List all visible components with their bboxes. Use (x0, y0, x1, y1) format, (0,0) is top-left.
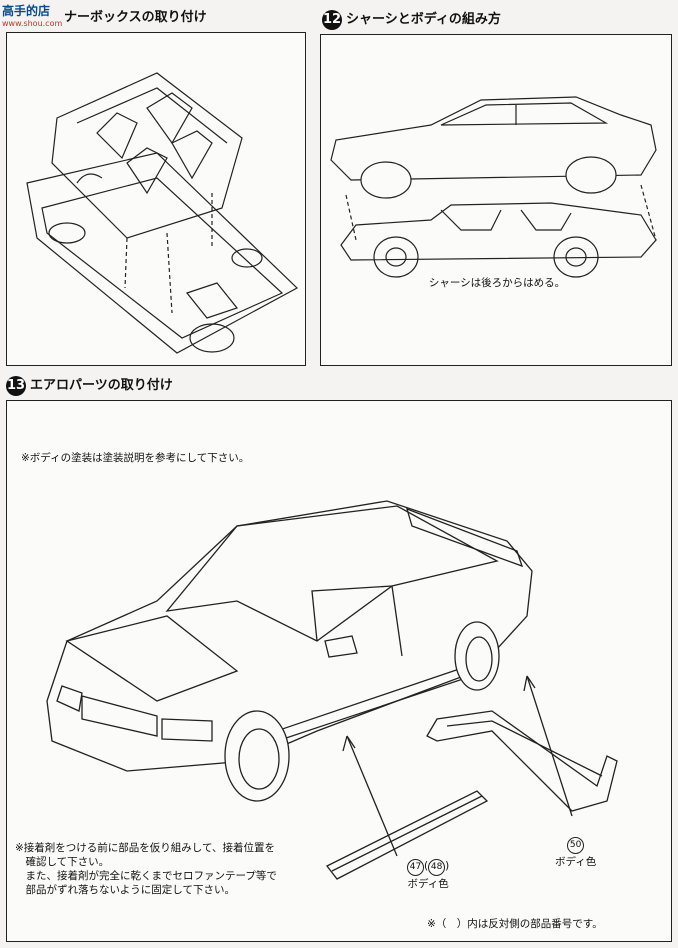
glue-note-line-4: 部品がずれ落ちないように固定して下さい。 (15, 884, 235, 896)
part-rear-label: 50 ボディ色 (555, 837, 596, 869)
watermark-domain: www.shou.com (2, 19, 63, 28)
part-rear-color: ボディ色 (555, 856, 597, 868)
section-12-panel: シャーシは後ろからはめる。 (320, 34, 672, 366)
glue-note-line-1: ※接着剤をつける前に部品を仮り組みして、接着位置を (15, 842, 275, 854)
glue-note-line-2: 確認して下さい。 (15, 856, 110, 868)
section-12-caption: シャーシは後ろからはめる。 (428, 277, 566, 289)
part-47-number: 47 (407, 859, 424, 876)
section-11-panel (6, 32, 306, 366)
part-side-color: ボディ色 (407, 878, 449, 890)
paint-note: ※ボディの塗装は塗装説明を参考にして下さい。 (21, 452, 250, 464)
section-11-title: ナーボックスの取り付け (64, 6, 207, 25)
section-11-title-text: ナーボックスの取り付け (64, 10, 207, 25)
glue-note: ※接着剤をつける前に部品を仮り組みして、接着位置を 確認して下さい。 また、接着… (15, 841, 277, 897)
footer-note: ※（ ）内は反対側の部品番号です。 (427, 918, 603, 930)
car-aero-parts-illustration (7, 401, 673, 943)
step-13-number: 13 (6, 376, 26, 396)
glue-note-line-3: また、接着剤が完全に乾くまでセロファンテープ等で (15, 870, 277, 882)
section-13-panel: ※ボディの塗装は塗装説明を参考にして下さい。 (6, 400, 672, 942)
section-13-title: 13 エアロパーツの取り付け (6, 374, 173, 396)
part-48-number: 48 (428, 859, 446, 876)
section-12-title: 12 シャーシとボディの組み方 (322, 8, 501, 30)
part-side-label: 47(48) ボディ色 (407, 859, 450, 890)
watermark-text: 高手的店 (2, 4, 51, 18)
interior-box-chassis-illustration (7, 33, 307, 367)
part-50-number: 50 (567, 837, 585, 854)
step-12-number: 12 (322, 10, 342, 30)
section-12-title-text: シャーシとボディの組み方 (346, 12, 501, 27)
section-13-title-text: エアロパーツの取り付け (30, 378, 173, 393)
watermark-logo: 高手的店 www.shou.com (2, 2, 62, 28)
body-chassis-illustration (321, 35, 673, 367)
